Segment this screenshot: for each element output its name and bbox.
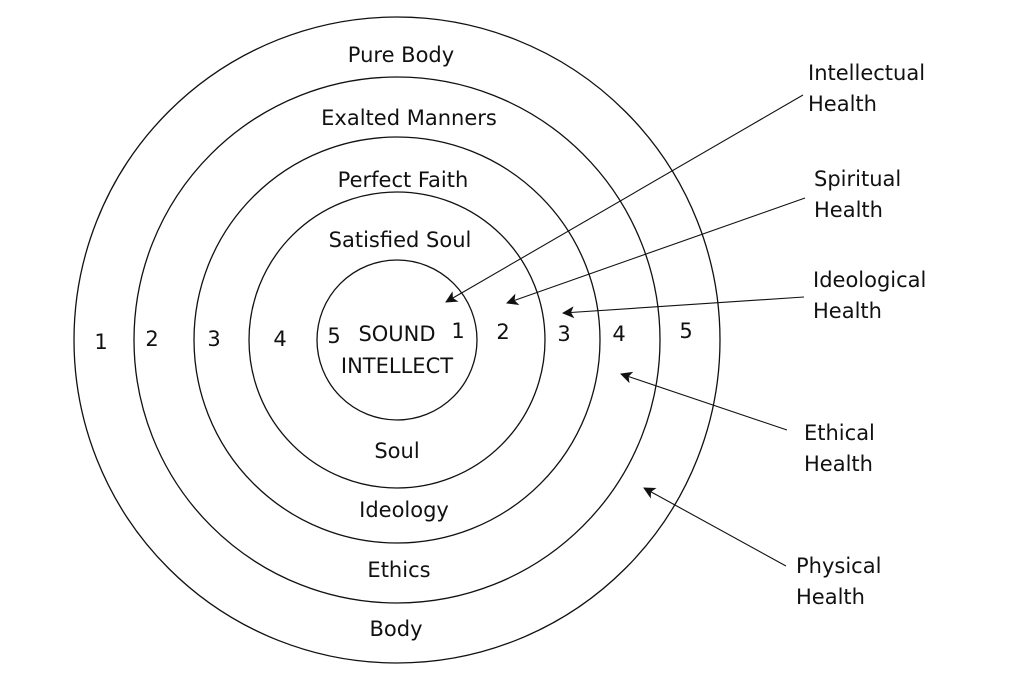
left-number-4: 4: [273, 327, 286, 351]
ring-label-exalted-manners: Exalted Manners: [321, 106, 497, 130]
right-number-4: 4: [612, 322, 625, 346]
ring-label-perfect-faith: Perfect Faith: [338, 168, 469, 192]
ring-label-soul: Soul: [374, 439, 419, 463]
ring-ethics: [133, 76, 661, 604]
ring-label-satisfied-soul: Satisfied Soul: [329, 228, 472, 252]
ring-ideology: [193, 136, 601, 544]
right-number-1: 1: [451, 319, 464, 343]
health-label-spiritual-line2: Health: [814, 198, 883, 222]
center-label-line2: INTELLECT: [341, 354, 453, 378]
arrow-intellectual-health: [445, 94, 804, 303]
health-label-ethical-line1: Ethical: [804, 421, 875, 445]
ring-label-pure-body: Pure Body: [348, 43, 454, 67]
left-number-3: 3: [207, 327, 220, 351]
arrow-physical-health: [643, 487, 787, 567]
center-label-line1: SOUND: [358, 322, 435, 346]
left-number-1: 1: [94, 330, 107, 354]
health-label-ideological-line1: Ideological: [813, 268, 926, 292]
health-label-ideological-line2: Health: [813, 299, 882, 323]
health-label-spiritual-line1: Spiritual: [814, 167, 901, 191]
arrow-ethical-health: [620, 371, 788, 431]
arrow-ideological-health: [562, 296, 805, 319]
left-number-5: 5: [327, 324, 340, 348]
ring-core-intellect: [316, 259, 478, 421]
health-label-physical-line1: Physical: [796, 554, 881, 578]
health-label-intellectual-line2: Health: [808, 92, 877, 116]
left-number-2: 2: [145, 327, 158, 351]
ring-soul: [248, 191, 546, 489]
health-label-physical-line2: Health: [796, 585, 865, 609]
right-number-5: 5: [679, 319, 692, 343]
arrow-spiritual-health: [506, 197, 806, 306]
right-number-3: 3: [557, 322, 570, 346]
ring-label-body: Body: [369, 617, 422, 641]
health-label-intellectual-line1: Intellectual: [808, 61, 925, 85]
ring-label-ethics: Ethics: [367, 558, 430, 582]
health-label-ethical-line2: Health: [804, 452, 873, 476]
ring-label-ideology: Ideology: [359, 498, 449, 522]
right-number-2: 2: [496, 320, 509, 344]
ring-outer-body: [73, 16, 721, 664]
